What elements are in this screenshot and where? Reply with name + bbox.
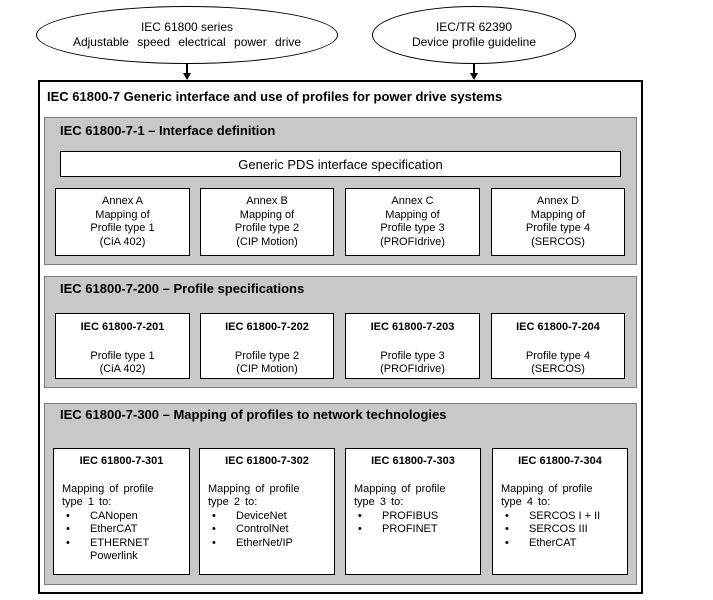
list-item: EtherCAT — [62, 523, 181, 537]
list-item: DeviceNet — [208, 510, 326, 524]
main-title: IEC 61800-7 Generic interface and use of… — [47, 89, 503, 104]
list-item: SERCOS III — [501, 523, 619, 537]
box-line: Profile type 1 — [90, 222, 155, 234]
box-header: IEC 61800-7-204 — [516, 321, 600, 333]
arrow-head — [183, 73, 191, 80]
list-item: ControlNet — [208, 523, 326, 537]
box-line: Profile type 1 — [90, 349, 155, 362]
section-title: IEC 61800-7-1 – Interface definition — [60, 123, 276, 138]
box-intro: Mapping of profile — [501, 482, 593, 495]
ellipse-subtitle: Adjustable speed electrical power drive — [72, 35, 302, 49]
box-intro: Mapping of profile — [62, 482, 154, 495]
list-item: ETHERNET — [62, 537, 181, 551]
iec-61800-7-201-box: IEC 61800-7-201 Profile type 1 (CiA 402) — [55, 313, 190, 379]
arrow-head — [470, 73, 478, 80]
generic-label: Generic PDS interface specification — [238, 156, 443, 172]
list-item: PROFINET — [354, 523, 472, 537]
iec-61800-7-204-box: IEC 61800-7-204 Profile type 4 (SERCOS) — [491, 313, 625, 379]
box-header: IEC 61800-7-201 — [80, 321, 165, 333]
box-line: (CIP Motion) — [236, 235, 298, 248]
box-header: IEC 61800-7-301 — [79, 455, 164, 467]
list-item-continuation: Powerlink — [90, 550, 138, 562]
box-header: IEC 61800-7-304 — [518, 455, 602, 467]
list-item: EtherCAT — [501, 537, 619, 551]
ellipse-title: IEC/TR 62390 — [435, 20, 513, 34]
list-item: CANopen — [62, 510, 181, 524]
network-list: CANopen EtherCAT ETHERNET — [62, 510, 181, 551]
iec-61800-7-304-box: IEC 61800-7-304 Mapping of profile type … — [492, 448, 628, 575]
annex-a-box: Annex A Mapping of Profile type 1 (CiA 4… — [55, 188, 190, 256]
box-line: Profile type 2 — [234, 349, 300, 362]
box-header: IEC 61800-7-203 — [370, 321, 455, 333]
annex-c-box: Annex C Mapping of Profile type 3 (PROFI… — [345, 188, 480, 256]
box-line: (SERCOS) — [531, 235, 585, 248]
annex-d-box: Annex D Mapping of Profile type 4 (SERCO… — [491, 188, 625, 256]
box-line: Mapping of — [95, 208, 150, 221]
box-line: (SERCOS) — [531, 363, 585, 375]
iec-tr-62390-ellipse: IEC/TR 62390 Device profile guideline — [372, 6, 576, 64]
arrow-line — [186, 64, 188, 74]
box-header: IEC 61800-7-202 — [225, 321, 309, 333]
ellipse-title: IEC 61800 series — [140, 20, 234, 34]
list-item: SERCOS I + II — [501, 510, 619, 524]
box-line: (CIP Motion) — [236, 363, 298, 375]
ellipse-subtitle: Device profile guideline — [411, 35, 537, 49]
box-line: Mapping of — [239, 208, 295, 221]
box-line: Profile type 3 — [380, 222, 445, 234]
box-line: Profile type 4 — [525, 349, 591, 362]
network-list: PROFIBUS PROFINET — [354, 510, 472, 537]
iec-61800-7-302-box: IEC 61800-7-302 Mapping of profile type … — [199, 448, 335, 575]
iec-61800-7-203-box: IEC 61800-7-203 Profile type 3 (PROFIdri… — [345, 313, 480, 379]
box-header: IEC 61800-7-303 — [371, 455, 455, 467]
box-line: (PROFIdrive) — [380, 235, 445, 248]
iec-61800-7-202-box: IEC 61800-7-202 Profile type 2 (CIP Moti… — [200, 313, 334, 379]
generic-pds-interface-box: Generic PDS interface specification — [60, 151, 621, 177]
box-line: (CiA 402) — [99, 235, 146, 248]
box-line: Profile type 3 — [380, 349, 445, 362]
box-line: Profile type 2 — [234, 222, 300, 234]
network-list: SERCOS I + II SERCOS III EtherCAT — [501, 510, 619, 551]
box-line: Annex B — [246, 195, 288, 207]
box-line: (PROFIdrive) — [380, 363, 445, 375]
box-line: Mapping of — [385, 208, 440, 221]
box-line: (CiA 402) — [99, 363, 146, 375]
box-line: Annex A — [102, 195, 143, 207]
box-line: Annex D — [536, 195, 580, 207]
box-intro: Mapping of profile — [354, 482, 446, 495]
box-intro: Mapping of profile — [208, 482, 300, 495]
network-list: DeviceNet ControlNet EtherNet/IP — [208, 510, 326, 551]
list-item: EtherNet/IP — [208, 537, 326, 551]
list-item: PROFIBUS — [354, 510, 472, 524]
box-intro: type 4 to: — [501, 496, 551, 508]
box-intro: type 2 to: — [208, 496, 258, 508]
section-title: IEC 61800-7-200 – Profile specifications — [60, 281, 305, 296]
box-intro: type 1 to: — [62, 496, 112, 508]
section-title: IEC 61800-7-300 – Mapping of profiles to… — [60, 407, 447, 422]
iec-61800-series-ellipse: IEC 61800 series Adjustable speed electr… — [36, 6, 338, 64]
box-intro: type 3 to: — [354, 496, 404, 508]
box-header: IEC 61800-7-302 — [225, 455, 309, 467]
iec-61800-7-301-box: IEC 61800-7-301 Mapping of profile type … — [53, 448, 190, 575]
box-line: Mapping of — [530, 208, 586, 221]
arrow-line — [473, 64, 475, 74]
annex-b-box: Annex B Mapping of Profile type 2 (CIP M… — [200, 188, 334, 256]
box-line: Annex C — [391, 195, 434, 207]
box-line: Profile type 4 — [525, 222, 591, 234]
iec-61800-7-303-box: IEC 61800-7-303 Mapping of profile type … — [345, 448, 481, 575]
